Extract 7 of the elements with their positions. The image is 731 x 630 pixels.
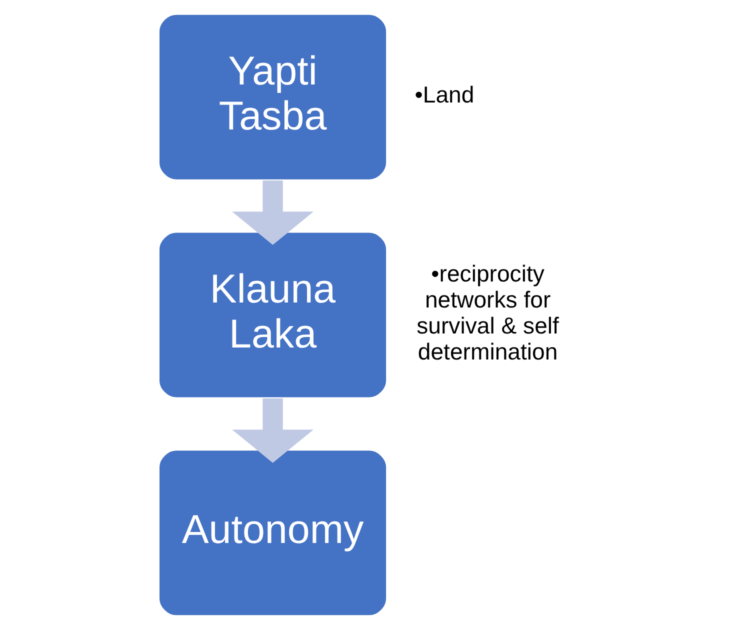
node-box: Yapti Tasba bbox=[158, 13, 388, 181]
node-label: •reciprocity networks for survival & self determination bbox=[416, 260, 559, 364]
node-box: Klauna Laka bbox=[158, 231, 388, 399]
node-label: •Land bbox=[414, 82, 474, 108]
node-box: Autonomy bbox=[158, 449, 388, 617]
arrow bbox=[232, 180, 314, 245]
arrow bbox=[232, 398, 314, 463]
